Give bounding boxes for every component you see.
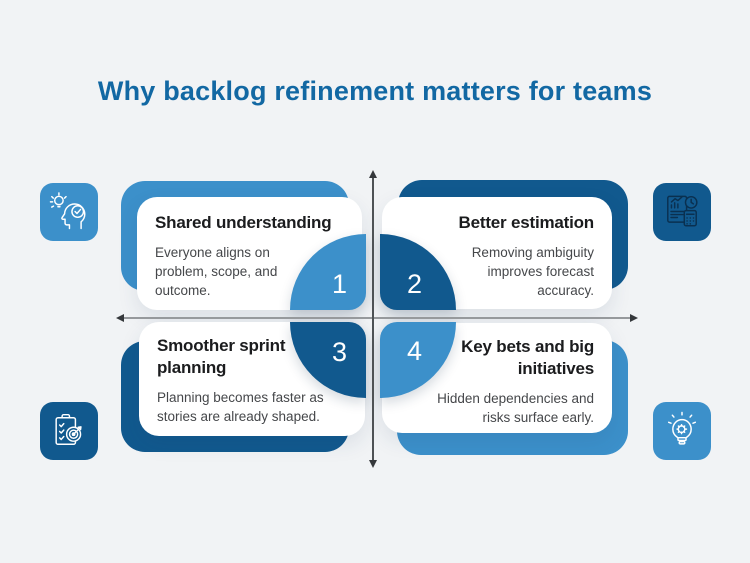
card-heading: Key bets and big initiatives: [461, 337, 594, 379]
card-body: Planning becomes faster as stories are a…: [157, 390, 324, 425]
card-better-estimation: Better estimation Removing ambiguity imp…: [382, 197, 612, 309]
icon-tile-key-initiatives: [653, 402, 711, 460]
step-number-2: 2: [407, 269, 423, 299]
lightbulb-gear-icon: [667, 411, 697, 445]
step-number-3: 3: [331, 337, 347, 367]
card-body: Removing ambiguity improves forecast acc…: [471, 245, 594, 299]
arrowhead-right-icon: [630, 314, 638, 322]
arrowhead-up-icon: [369, 170, 377, 178]
card-body: Hidden dependencies and risks surface ea…: [437, 391, 594, 426]
vertical-axis-line: [372, 177, 374, 461]
arrowhead-left-icon: [116, 314, 124, 322]
icon-tile-sprint-planning: [40, 402, 98, 460]
arrowhead-down-icon: [369, 460, 377, 468]
icon-tile-better-estimation: [653, 183, 711, 241]
report-clock-calculator-icon: [667, 195, 698, 227]
step-number-1: 1: [331, 269, 347, 299]
card-body: Everyone aligns on problem, scope, and o…: [155, 245, 278, 299]
card-heading: Smoother sprint planning: [157, 336, 286, 378]
card-heading: Shared understanding: [155, 213, 332, 232]
step-number-4: 4: [407, 336, 423, 366]
head-lightbulb-check-icon: [49, 192, 86, 230]
icon-tile-shared-understanding: [40, 183, 98, 241]
card-heading: Better estimation: [458, 213, 595, 232]
horizontal-axis-line: [123, 317, 631, 319]
page-title: Why backlog refinement matters for teams: [97, 76, 653, 106]
clipboard-target-icon: [55, 413, 82, 446]
quarter-disc-4: 4: [380, 322, 456, 398]
